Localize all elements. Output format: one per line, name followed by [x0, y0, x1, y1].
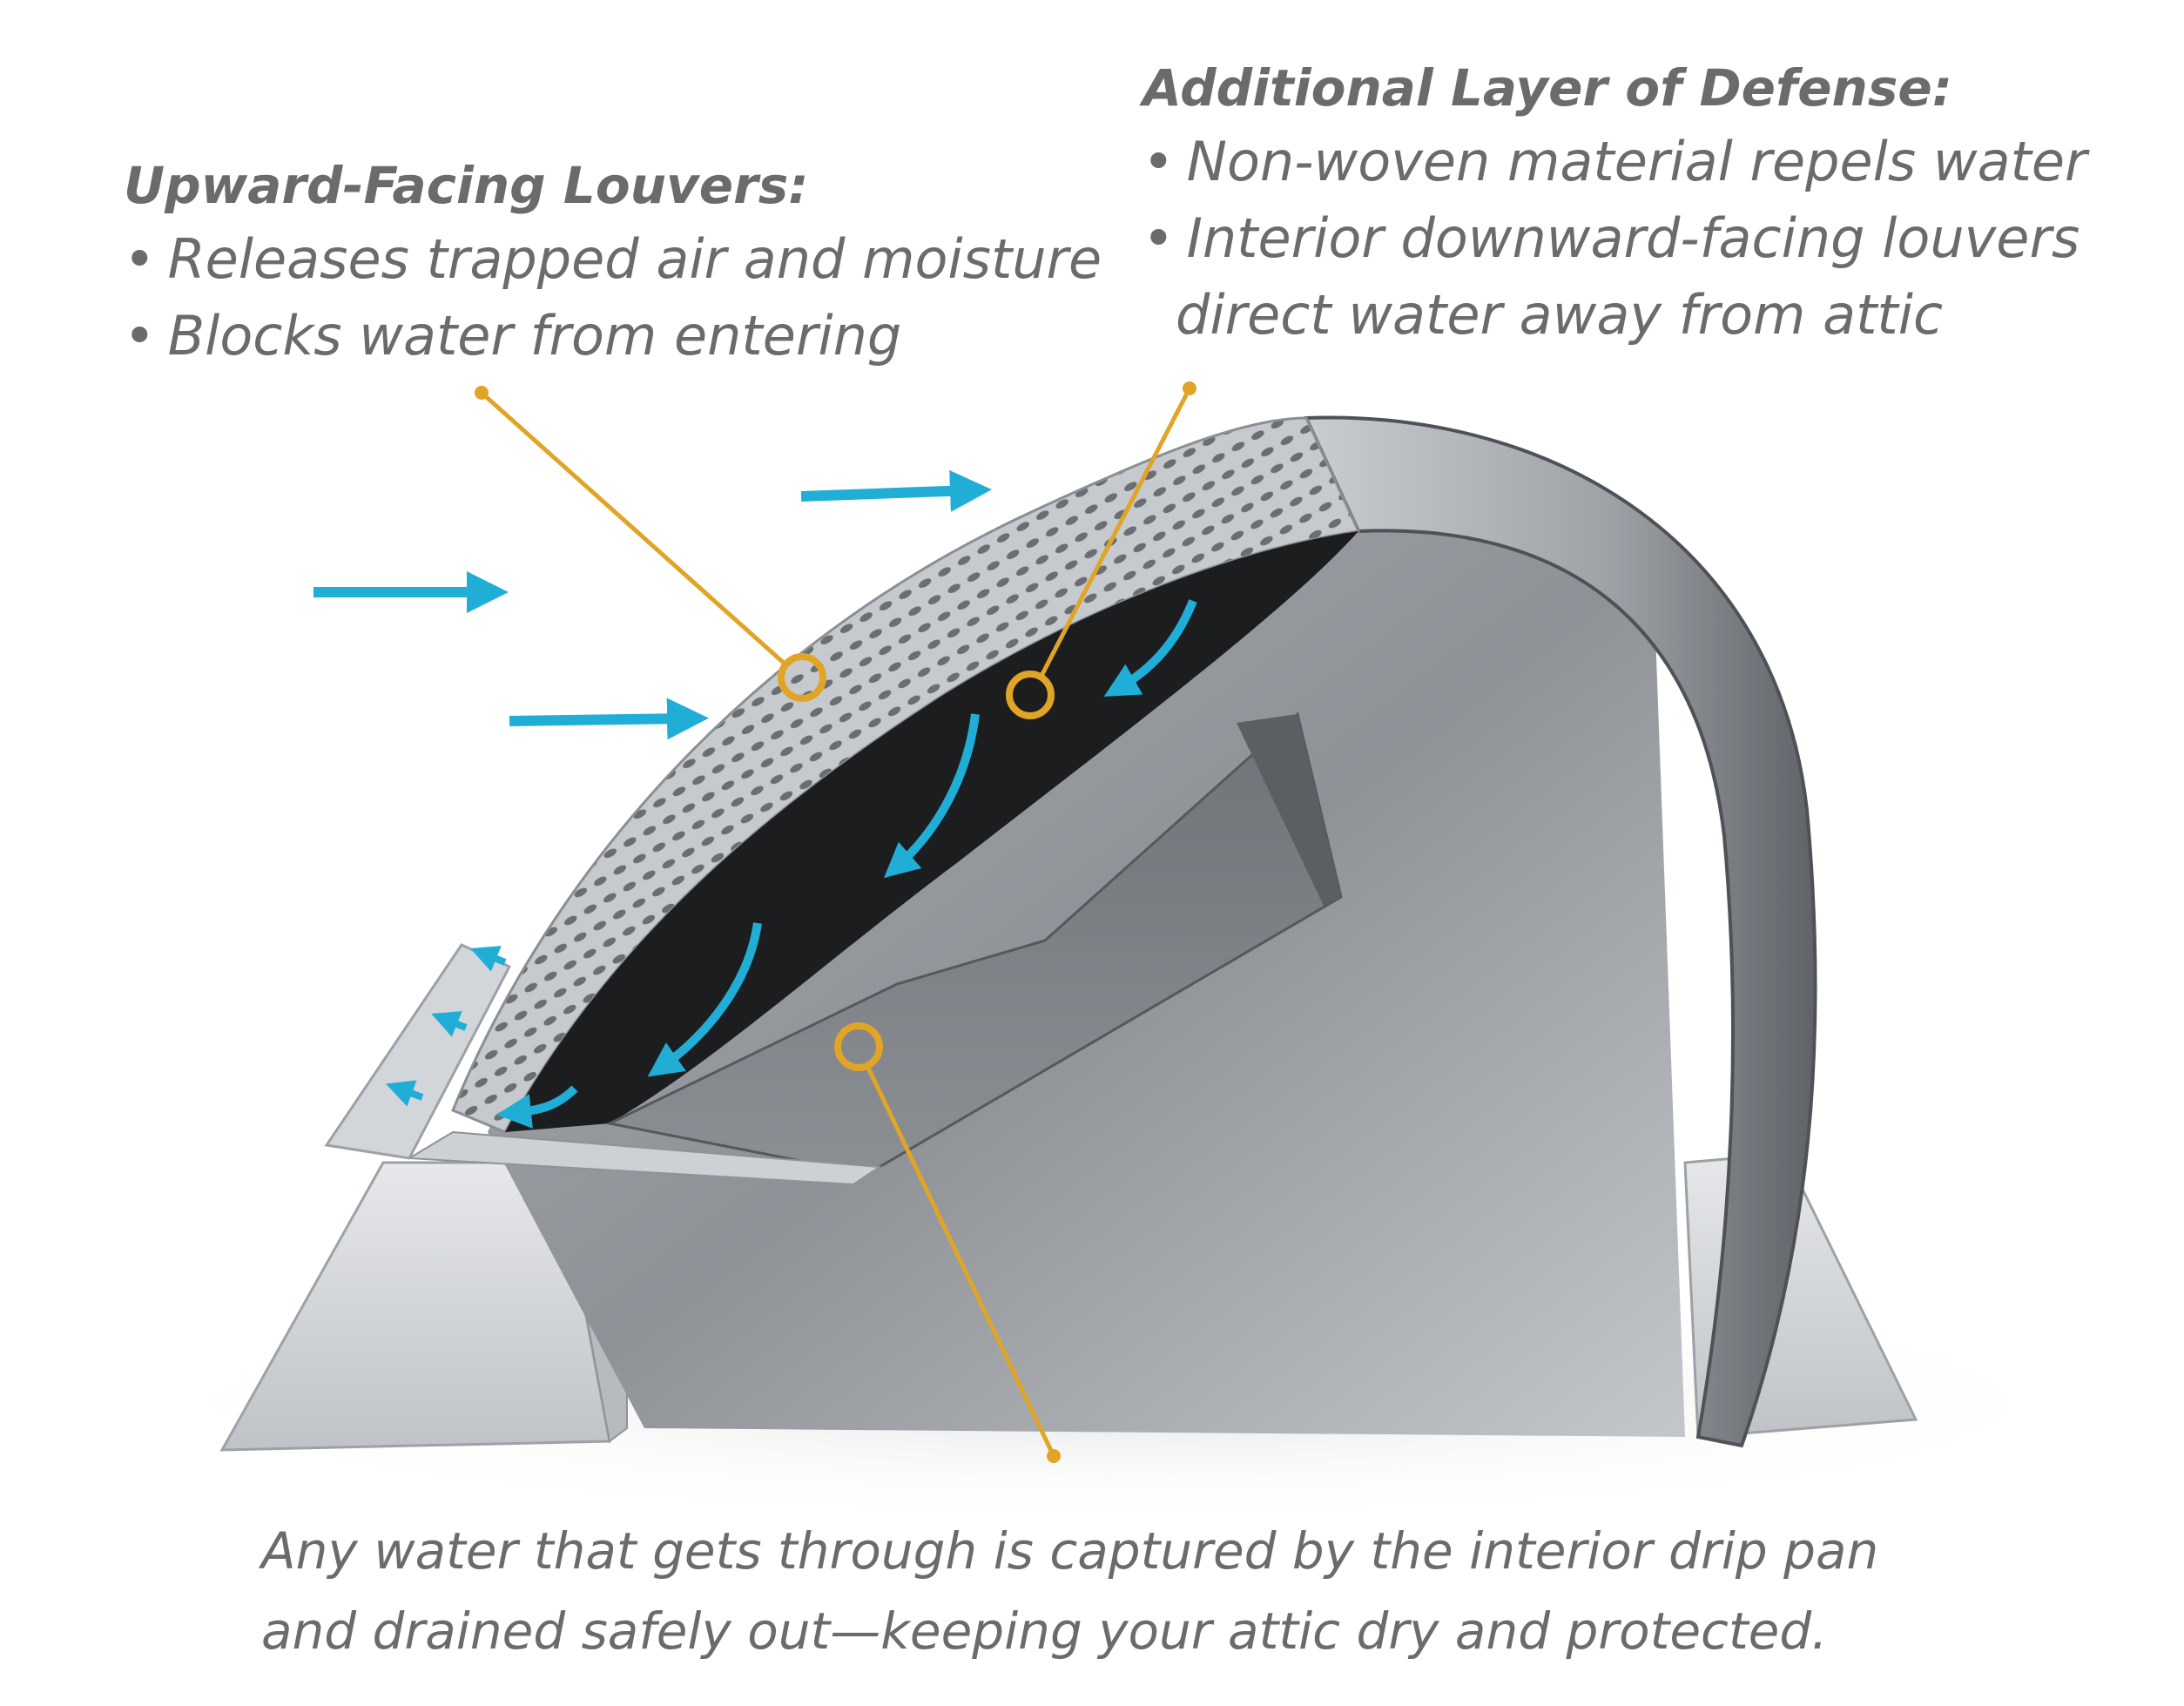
edge-vent-arrows [385, 946, 507, 1107]
callout-louvers: Upward-Facing Louvers: •Releases trapped… [124, 150, 1102, 374]
callout-louvers-bullet: •Releases trapped air and moisture [124, 221, 1102, 298]
caption-line-1: Any water that gets through is captured … [261, 1521, 1879, 1581]
callout-louvers-bullet: •Blocks water from entering [124, 298, 1102, 374]
leader-louvers [475, 386, 826, 702]
water-flow-arrows [496, 599, 1197, 1129]
callout-louvers-heading: Upward-Facing Louvers: [124, 156, 809, 215]
callout-defense-bullet: •Interior downward-facing louvers [1143, 200, 2087, 277]
callout-defense-bullet-continuation: direct water away from attic [1143, 277, 2087, 354]
drip-pan-lip [1237, 714, 1341, 906]
bullet-glyph: • [124, 227, 156, 291]
bullet-text: Releases trapped air and moisture [167, 227, 1102, 291]
callout-defense-bullet: •Non-woven material repels water [1143, 124, 2087, 200]
leader-fabric [1006, 381, 1196, 719]
caption-line-2: and drained safely out—keeping your atti… [261, 1601, 1828, 1661]
callout-defense: Additional Layer of Defense: •Non-woven … [1143, 52, 2087, 354]
bullet-glyph: • [124, 304, 156, 367]
hood-shell [1303, 415, 1817, 1448]
bullet-text: direct water away from attic [1176, 283, 1944, 347]
left-edge-flap [324, 943, 512, 1160]
leader-drip-pan [834, 1022, 1061, 1463]
bullet-text: Blocks water from entering [167, 304, 902, 367]
front-base-strip [406, 1130, 882, 1186]
bullet-text: Non-woven material repels water [1186, 130, 2087, 193]
bullet-glyph: • [1143, 206, 1175, 270]
callout-defense-heading: Additional Layer of Defense: [1143, 58, 1952, 118]
bullet-glyph: • [1143, 130, 1175, 193]
bullet-text: Interior downward-facing louvers [1186, 206, 2080, 270]
airflow-arrows [313, 469, 992, 740]
drip-pan-caption: Any water that gets through is captured … [261, 1511, 1878, 1671]
